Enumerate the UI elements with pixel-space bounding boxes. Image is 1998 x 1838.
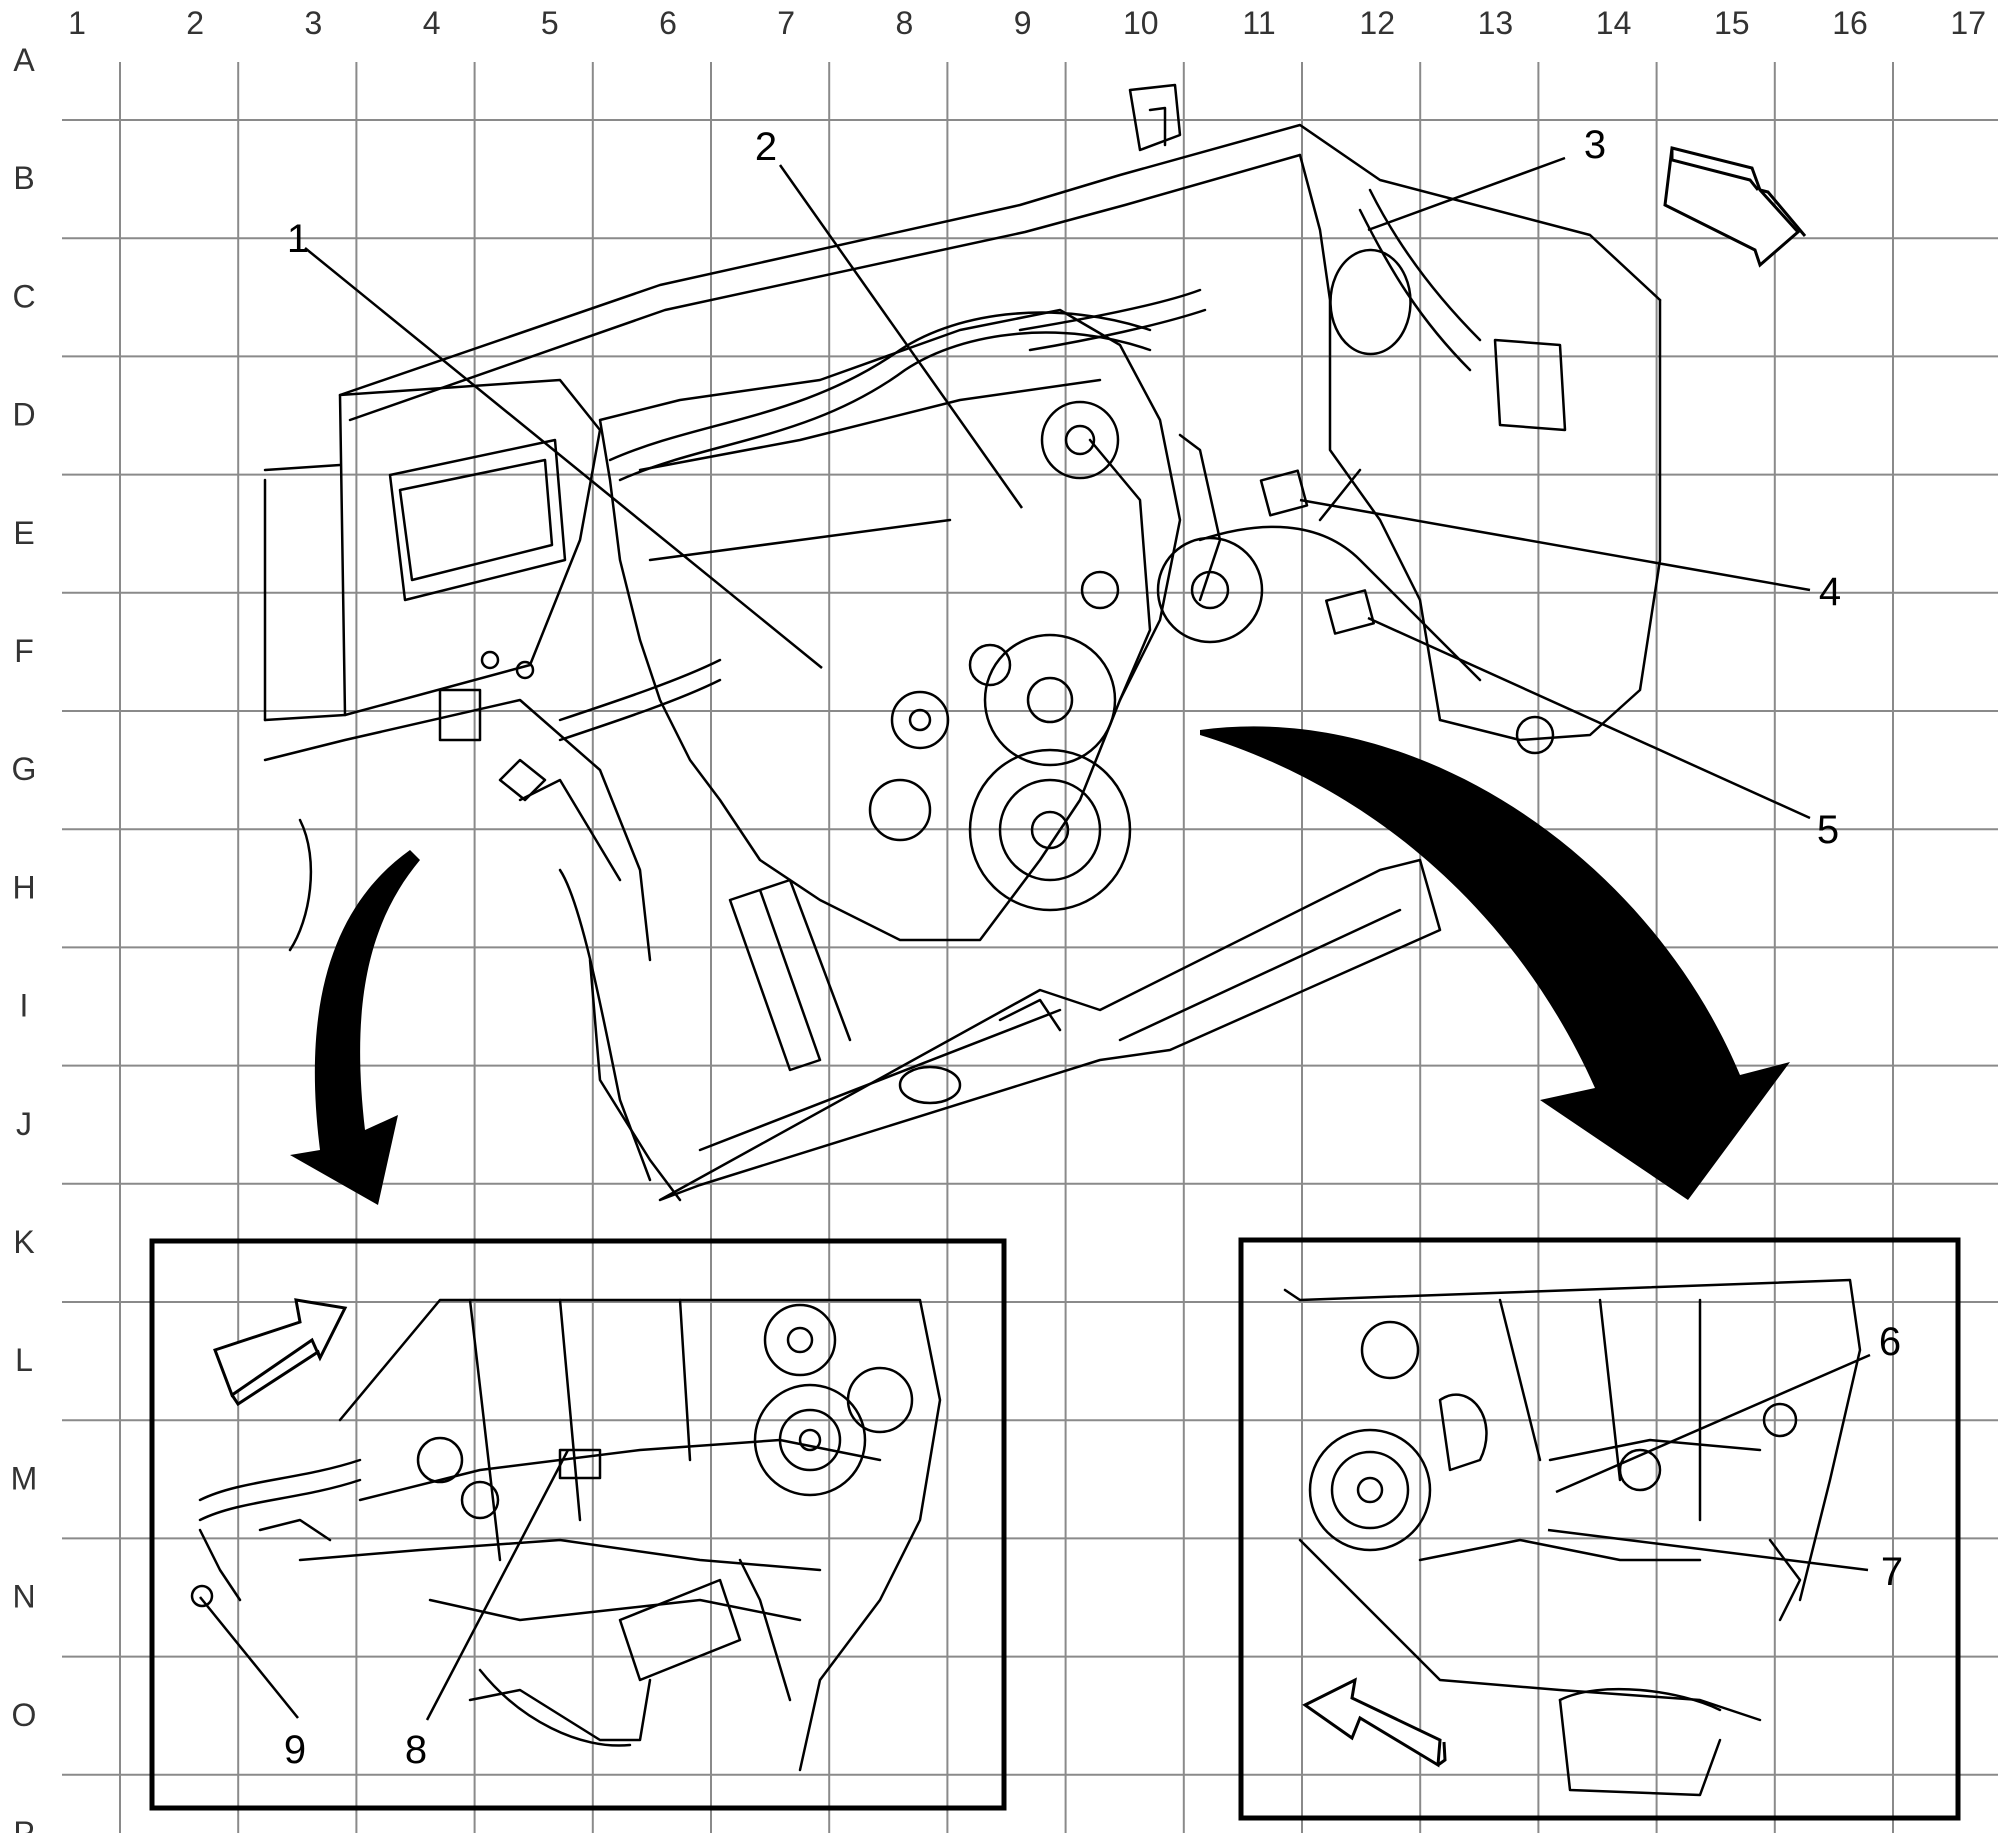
callout-numbers: 1 2 3 4 5 6 7 8 9 bbox=[284, 123, 1903, 1772]
leader-6 bbox=[1555, 1353, 1871, 1494]
inset-left-frame bbox=[149, 1238, 1007, 1811]
grid-column-label: 7 bbox=[777, 5, 795, 41]
grid-column-label: 10 bbox=[1123, 5, 1159, 41]
grid-column-label: 15 bbox=[1714, 5, 1750, 41]
callout-9: 9 bbox=[284, 1728, 306, 1772]
grid-row-label: E bbox=[13, 515, 34, 551]
grid-column-label: 17 bbox=[1950, 5, 1986, 41]
grid-row-label: M bbox=[11, 1460, 38, 1496]
grid-column-label: 4 bbox=[423, 5, 441, 41]
callout-2: 2 bbox=[755, 125, 777, 169]
grid-row-label: D bbox=[12, 397, 35, 433]
grid-row-labels: A B C D E F G H I J K L M N O P bbox=[11, 42, 38, 1838]
grid-row-label: L bbox=[15, 1342, 33, 1378]
callout-8: 8 bbox=[405, 1728, 427, 1772]
curved-view-arrow-right-icon bbox=[1200, 726, 1790, 1200]
grid-row-label: F bbox=[14, 633, 34, 669]
grid-column-label: 3 bbox=[305, 5, 323, 41]
grid-column-label: 9 bbox=[1014, 5, 1032, 41]
forward-direction-arrow-icon bbox=[1663, 146, 1807, 268]
leader-4 bbox=[1299, 498, 1811, 592]
grid-column-label: 13 bbox=[1478, 5, 1514, 41]
grid-column-label: 12 bbox=[1359, 5, 1395, 41]
callout-7: 7 bbox=[1881, 1550, 1903, 1594]
grid-column-label: 2 bbox=[186, 5, 204, 41]
grid-column-label: 5 bbox=[541, 5, 559, 41]
inset-right-frame bbox=[1238, 1237, 1961, 1821]
grid-row-label: P bbox=[13, 1815, 34, 1833]
inset-right-direction-arrow-icon bbox=[1302, 1677, 1447, 1768]
curved-view-arrow-left-icon bbox=[290, 850, 420, 1205]
grid-row-label: C bbox=[12, 278, 35, 314]
grid-column-label: 14 bbox=[1596, 5, 1632, 41]
grid-row-label: A bbox=[13, 42, 35, 78]
inset-left-view bbox=[149, 1238, 1007, 1811]
grid-row-label: I bbox=[20, 988, 29, 1024]
grid-row-label: G bbox=[12, 751, 37, 787]
inset-right-view bbox=[1238, 1237, 1961, 1821]
leader-3 bbox=[1367, 156, 1566, 232]
callout-5: 5 bbox=[1817, 808, 1839, 852]
grid-row-label: J bbox=[16, 1106, 32, 1142]
callout-6: 6 bbox=[1879, 1320, 1901, 1364]
callout-1: 1 bbox=[287, 217, 309, 261]
leader-2 bbox=[778, 164, 1024, 509]
grid-row-label: N bbox=[12, 1579, 35, 1615]
grid-row-label: K bbox=[13, 1224, 34, 1260]
leader-5 bbox=[1367, 616, 1811, 820]
leader-7 bbox=[1547, 1528, 1869, 1572]
callout-leader-lines bbox=[199, 156, 1871, 1721]
grid-row-label: O bbox=[12, 1697, 37, 1733]
grid-column-label: 6 bbox=[659, 5, 677, 41]
inset-left-direction-arrow-icon bbox=[213, 1298, 348, 1407]
grid-row-label: H bbox=[12, 869, 35, 905]
leader-9 bbox=[199, 1596, 299, 1719]
callout-4: 4 bbox=[1819, 570, 1841, 614]
leader-8 bbox=[425, 1449, 570, 1721]
grid-column-label: 1 bbox=[68, 5, 86, 41]
grid-row-label: B bbox=[13, 160, 34, 196]
leader-1 bbox=[304, 247, 823, 669]
grid-column-label: 16 bbox=[1832, 5, 1868, 41]
grid-column-label: 11 bbox=[1242, 5, 1275, 41]
main-engine-bay-illustration bbox=[263, 83, 1662, 1202]
grid-column-label: 8 bbox=[896, 5, 914, 41]
callout-3: 3 bbox=[1584, 123, 1606, 167]
